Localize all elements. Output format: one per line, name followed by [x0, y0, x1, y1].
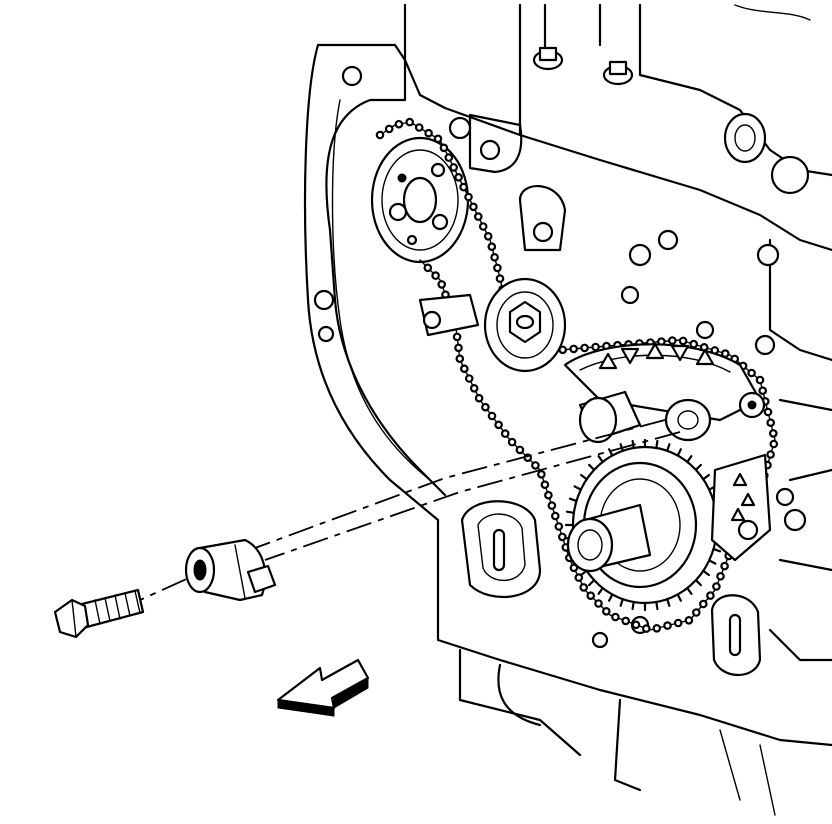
chain-guide-upper	[418, 293, 480, 337]
idler-sprocket	[483, 277, 567, 373]
chain-tensioner-body	[578, 390, 766, 444]
stud-right	[602, 60, 634, 86]
oil-port-left	[460, 500, 542, 599]
crankshaft-sprocket	[564, 438, 726, 612]
stud-left	[532, 46, 564, 71]
camshaft-sprocket	[370, 136, 470, 264]
bolt-icon	[53, 588, 145, 639]
engine-block	[303, 3, 832, 816]
oil-port-right	[710, 594, 762, 676]
tensioner-guide-icon	[184, 538, 277, 602]
sprocket-lightening-holes	[598, 342, 715, 370]
chain-guide-lower	[710, 453, 772, 562]
direction-arrow-icon	[276, 658, 370, 717]
